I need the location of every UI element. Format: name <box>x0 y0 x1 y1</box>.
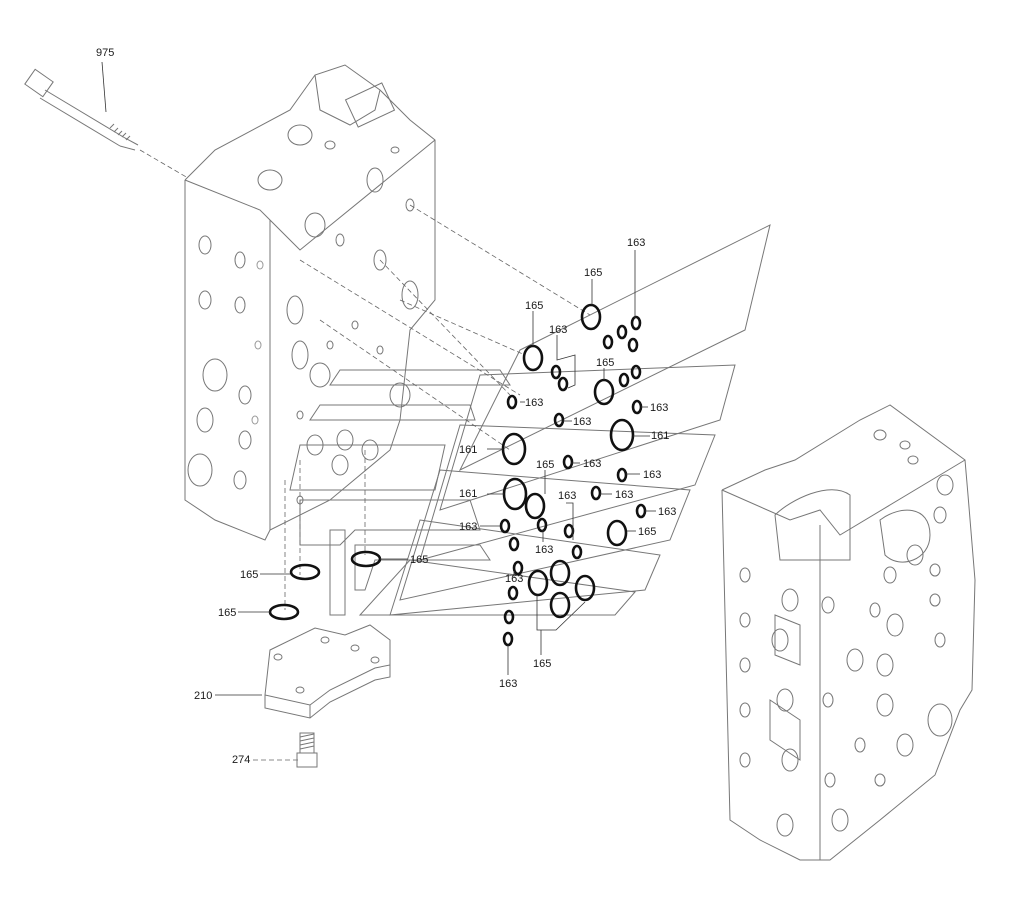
alignment-lines <box>284 204 591 610</box>
valve-block-right <box>721 404 976 861</box>
label-165: 165 <box>525 300 543 312</box>
label-163: 163 <box>650 402 668 414</box>
label-210: 210 <box>194 690 212 702</box>
label-163: 163 <box>535 544 553 556</box>
gasket-stack <box>289 224 771 616</box>
label-163: 163 <box>459 521 477 533</box>
label-163: 163 <box>505 573 523 585</box>
label-163: 163 <box>627 237 645 249</box>
label-165: 165 <box>218 607 236 619</box>
label-975: 975 <box>96 47 114 59</box>
label-165: 165 <box>536 459 554 471</box>
label-161: 161 <box>651 430 669 442</box>
valve-block-left <box>184 64 436 541</box>
label-163: 163 <box>615 489 633 501</box>
bolt-975 <box>24 61 189 179</box>
label-274: 274 <box>232 754 250 766</box>
label-165: 165 <box>596 357 614 369</box>
label-163: 163 <box>499 678 517 690</box>
label-161: 161 <box>459 488 477 500</box>
callout-labels: 975 163 165 165 163 165 163 163 163 161 … <box>96 47 676 766</box>
screw-274 <box>296 732 318 768</box>
cover-plate-210 <box>264 624 391 719</box>
label-163: 163 <box>643 469 661 481</box>
label-163: 163 <box>549 324 567 336</box>
leader-lines <box>215 250 656 761</box>
label-161: 161 <box>459 444 477 456</box>
label-165: 165 <box>240 569 258 581</box>
o-rings <box>268 303 647 647</box>
label-165: 165 <box>410 554 428 566</box>
label-163: 163 <box>573 416 591 428</box>
label-163: 163 <box>658 506 676 518</box>
label-165: 165 <box>584 267 602 279</box>
label-163: 163 <box>583 458 601 470</box>
label-163: 163 <box>558 490 576 502</box>
label-165: 165 <box>533 658 551 670</box>
label-165: 165 <box>638 526 656 538</box>
label-163: 163 <box>525 397 543 409</box>
